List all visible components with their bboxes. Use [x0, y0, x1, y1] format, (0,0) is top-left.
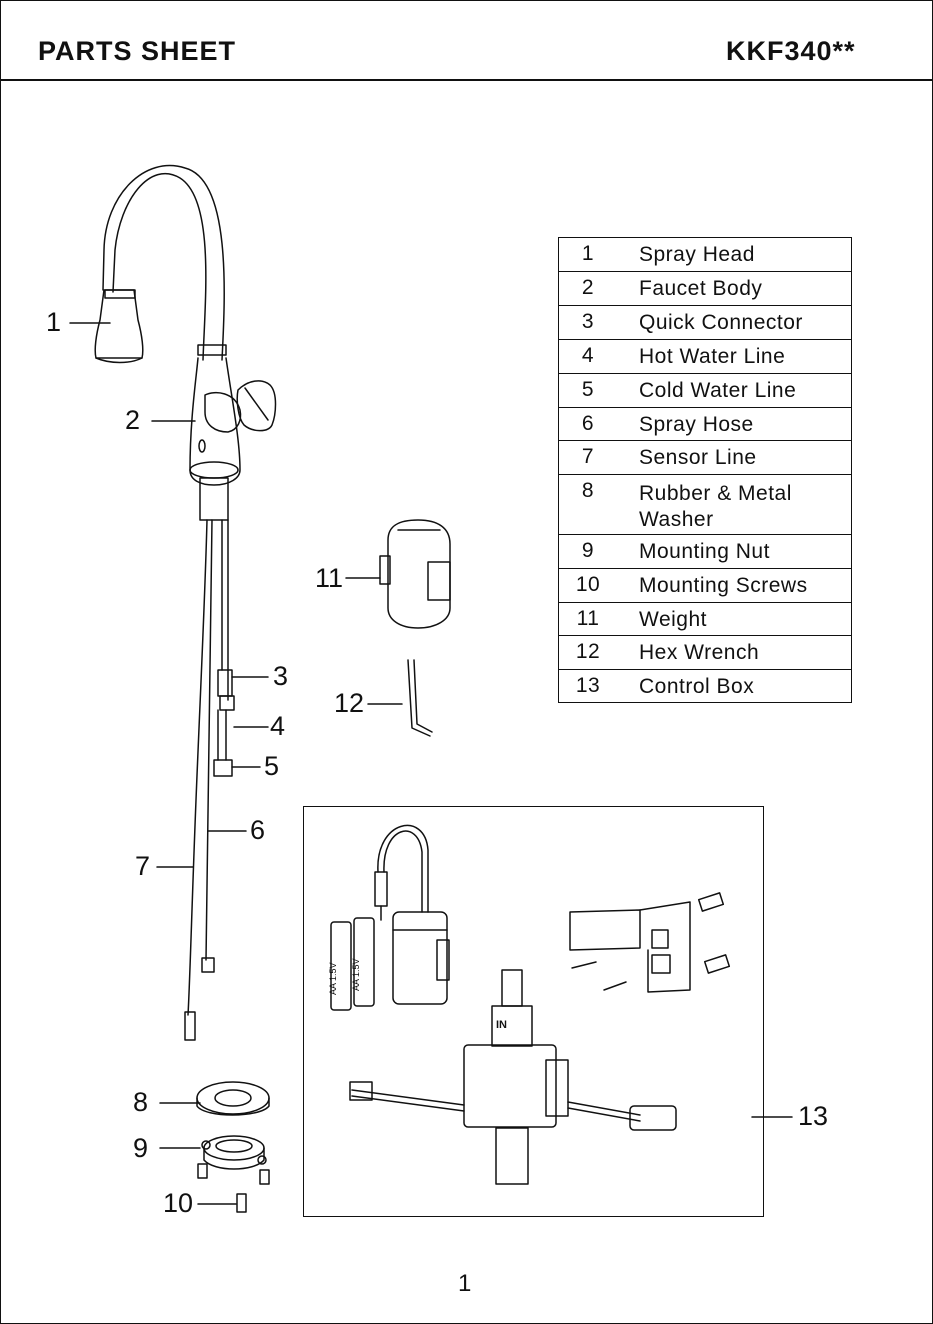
callout-4: 4: [270, 711, 285, 742]
hex-wrench-drawing: [408, 660, 432, 736]
callout-2: 2: [125, 405, 140, 436]
callout-11: 11: [315, 563, 343, 594]
page-number: 1: [458, 1270, 471, 1298]
weight-drawing: [380, 520, 450, 628]
callout-3: 3: [273, 661, 288, 692]
mounting-screws-drawing: [198, 1164, 269, 1212]
callout-9: 9: [133, 1133, 148, 1164]
faucet-body-drawing: [103, 166, 276, 520]
callout-13: 13: [798, 1101, 828, 1132]
battery-label: AA 1.5V: [351, 958, 361, 991]
callout-10: 10: [163, 1188, 193, 1219]
battery-label: AA 1.5V: [328, 962, 338, 995]
callout-8: 8: [133, 1087, 148, 1118]
control-box-drawing: [331, 825, 729, 1184]
mounting-nut-drawing: [202, 1136, 266, 1169]
inlet-mark: IN: [496, 1019, 507, 1031]
callout-7: 7: [135, 851, 150, 882]
washer-drawing: [197, 1082, 269, 1115]
callout-5: 5: [264, 751, 279, 782]
supply-lines-drawing: [185, 520, 234, 1040]
callout-6: 6: [250, 815, 265, 846]
spray-head-drawing: [95, 290, 143, 363]
callout-12: 12: [334, 688, 364, 719]
callout-1: 1: [46, 307, 61, 338]
